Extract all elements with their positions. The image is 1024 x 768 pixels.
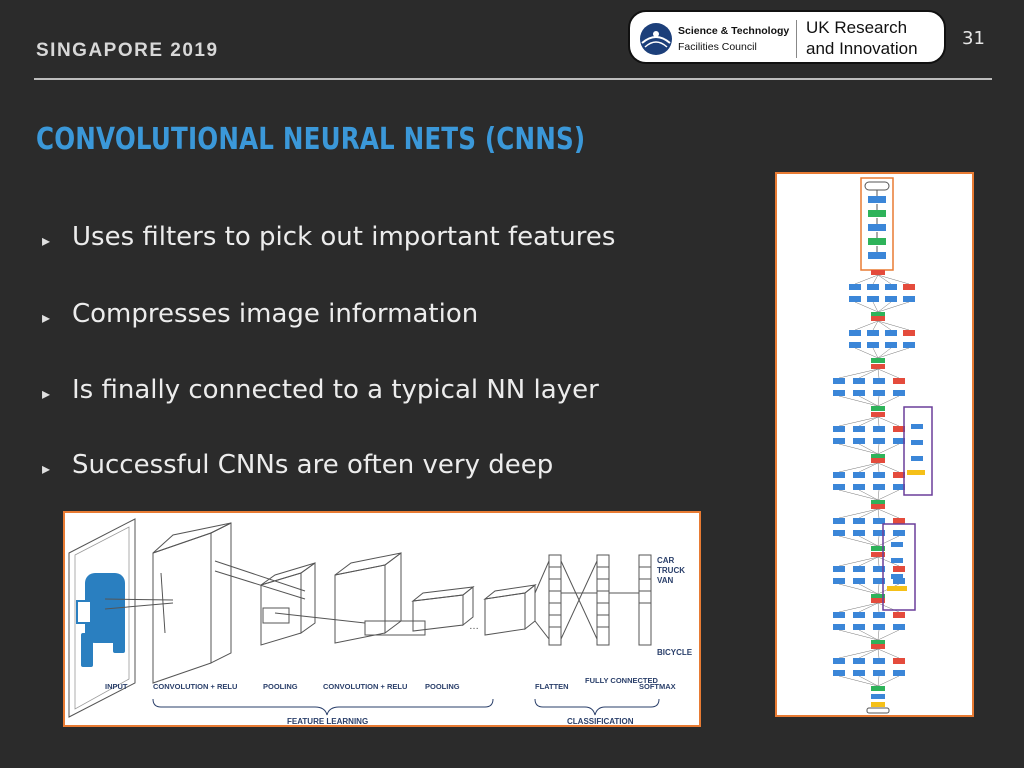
group-label-feature-learning: FEATURE LEARNING bbox=[287, 717, 368, 725]
cnn-pipeline-image: … CAR TRUCK VAN bbox=[63, 511, 701, 727]
partner-logo: Science & Technology Facilities Council … bbox=[628, 10, 946, 64]
group-label-classification: CLASSIFICATION bbox=[567, 717, 634, 725]
stage-label-pool1: POOLING bbox=[263, 682, 298, 691]
ukri-name-line2: and Innovation bbox=[806, 39, 918, 58]
stage-label-conv1: CONVOLUTION + RELU bbox=[153, 682, 237, 691]
output-label-car: CAR bbox=[657, 556, 675, 565]
stfc-name-line2: Facilities Council bbox=[678, 41, 757, 53]
header-label: SINGAPORE 2019 bbox=[36, 40, 219, 61]
bullet-arrow-icon: ▸ bbox=[42, 384, 51, 403]
stage-label-conv2: CONVOLUTION + RELU bbox=[323, 682, 407, 691]
car-icon bbox=[76, 573, 125, 667]
bullet-arrow-icon: ▸ bbox=[42, 231, 51, 250]
bullet-text: Is finally connected to a typical NN lay… bbox=[72, 375, 599, 405]
stfc-emblem-icon bbox=[640, 23, 672, 55]
stfc-name-line1: Science & Technology bbox=[678, 25, 790, 37]
cnn-pipeline-diagram: … CAR TRUCK VAN bbox=[68, 518, 693, 726]
header-rule bbox=[34, 78, 992, 80]
stage-label-flatten: FLATTEN bbox=[535, 682, 569, 691]
stage-label-softmax: SOFTMAX bbox=[639, 682, 676, 691]
bullet-arrow-icon: ▸ bbox=[42, 459, 51, 478]
output-label-bicycle: BICYCLE bbox=[657, 648, 693, 657]
deep-network-diagram bbox=[833, 177, 933, 714]
bullet-text: Compresses image information bbox=[72, 299, 479, 329]
slide-title: CONVOLUTIONAL NEURAL NETS (CNNS) bbox=[36, 122, 586, 157]
bullet-text: Uses filters to pick out important featu… bbox=[72, 222, 616, 252]
stage-label-input: INPUT bbox=[105, 682, 128, 691]
ukri-name-line1: UK Research bbox=[806, 18, 908, 37]
deep-network-image bbox=[775, 172, 974, 717]
bullet-text: Successful CNNs are often very deep bbox=[72, 450, 554, 480]
ellipsis-text: … bbox=[469, 621, 479, 632]
output-label-truck: TRUCK bbox=[657, 566, 685, 575]
stage-label-pool2: POOLING bbox=[425, 682, 460, 691]
output-label-van: VAN bbox=[657, 576, 674, 585]
stage-label-fully-connected: FULLY CONNECTED bbox=[585, 676, 659, 685]
logo-divider bbox=[796, 20, 797, 58]
bullet-arrow-icon: ▸ bbox=[42, 308, 51, 327]
slide-number: 31 bbox=[962, 28, 985, 49]
